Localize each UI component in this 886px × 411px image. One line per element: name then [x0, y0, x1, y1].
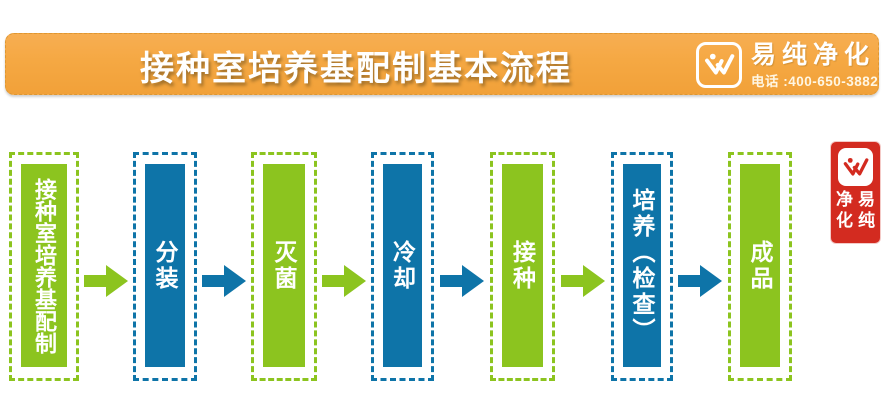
flow-step: 培养（检查） — [611, 152, 673, 381]
seal-char: 净 — [836, 190, 853, 210]
page-title: 接种室培养基配制基本流程 — [140, 49, 572, 88]
step-label: 灭菌 — [271, 239, 297, 292]
flow-step: 灭菌 — [251, 152, 317, 381]
seal-char: 化 — [836, 211, 853, 232]
flow-step: 接种室培养基配制 — [9, 152, 79, 381]
arrow-right-icon — [202, 265, 246, 297]
seal-char: 易 — [858, 190, 875, 210]
arrow-right-icon — [440, 265, 484, 297]
brand-logo: 易纯净化 电话 :400-650-3882 — [696, 42, 878, 90]
step-label: 冷却 — [389, 239, 416, 292]
arrow-right-icon — [84, 265, 128, 297]
arrow-right-icon — [561, 265, 605, 297]
flow-step: 成品 — [728, 152, 792, 381]
seal-w-swoosh-icon — [838, 148, 873, 186]
header-banner: 接种室培养基配制基本流程 易纯净化 电话 :400-650-3882 — [5, 33, 879, 95]
brand-text: 易纯净化 电话 :400-650-3882 — [751, 42, 878, 90]
flow-step: 分装 — [133, 152, 197, 381]
seal-stamp: 净 易 化 纯 — [831, 142, 880, 243]
step-label: 成品 — [747, 239, 773, 292]
seal-char: 纯 — [858, 211, 875, 232]
step-label: 培养（检查） — [629, 187, 655, 344]
arrow-right-icon — [678, 265, 722, 297]
arrow-right-icon — [322, 265, 366, 297]
flow-step: 接种 — [490, 152, 555, 381]
step-label: 接种室培养基配制 — [32, 177, 57, 354]
w-swoosh-icon — [696, 42, 742, 88]
step-label: 分装 — [152, 239, 178, 292]
brand-phone: 电话 :400-650-3882 — [751, 74, 879, 90]
brand-name: 易纯净化 — [751, 41, 876, 69]
seal-characters: 净 易 化 纯 — [834, 190, 878, 233]
flow-step: 冷却 — [371, 152, 434, 381]
step-label: 接种 — [509, 239, 536, 292]
